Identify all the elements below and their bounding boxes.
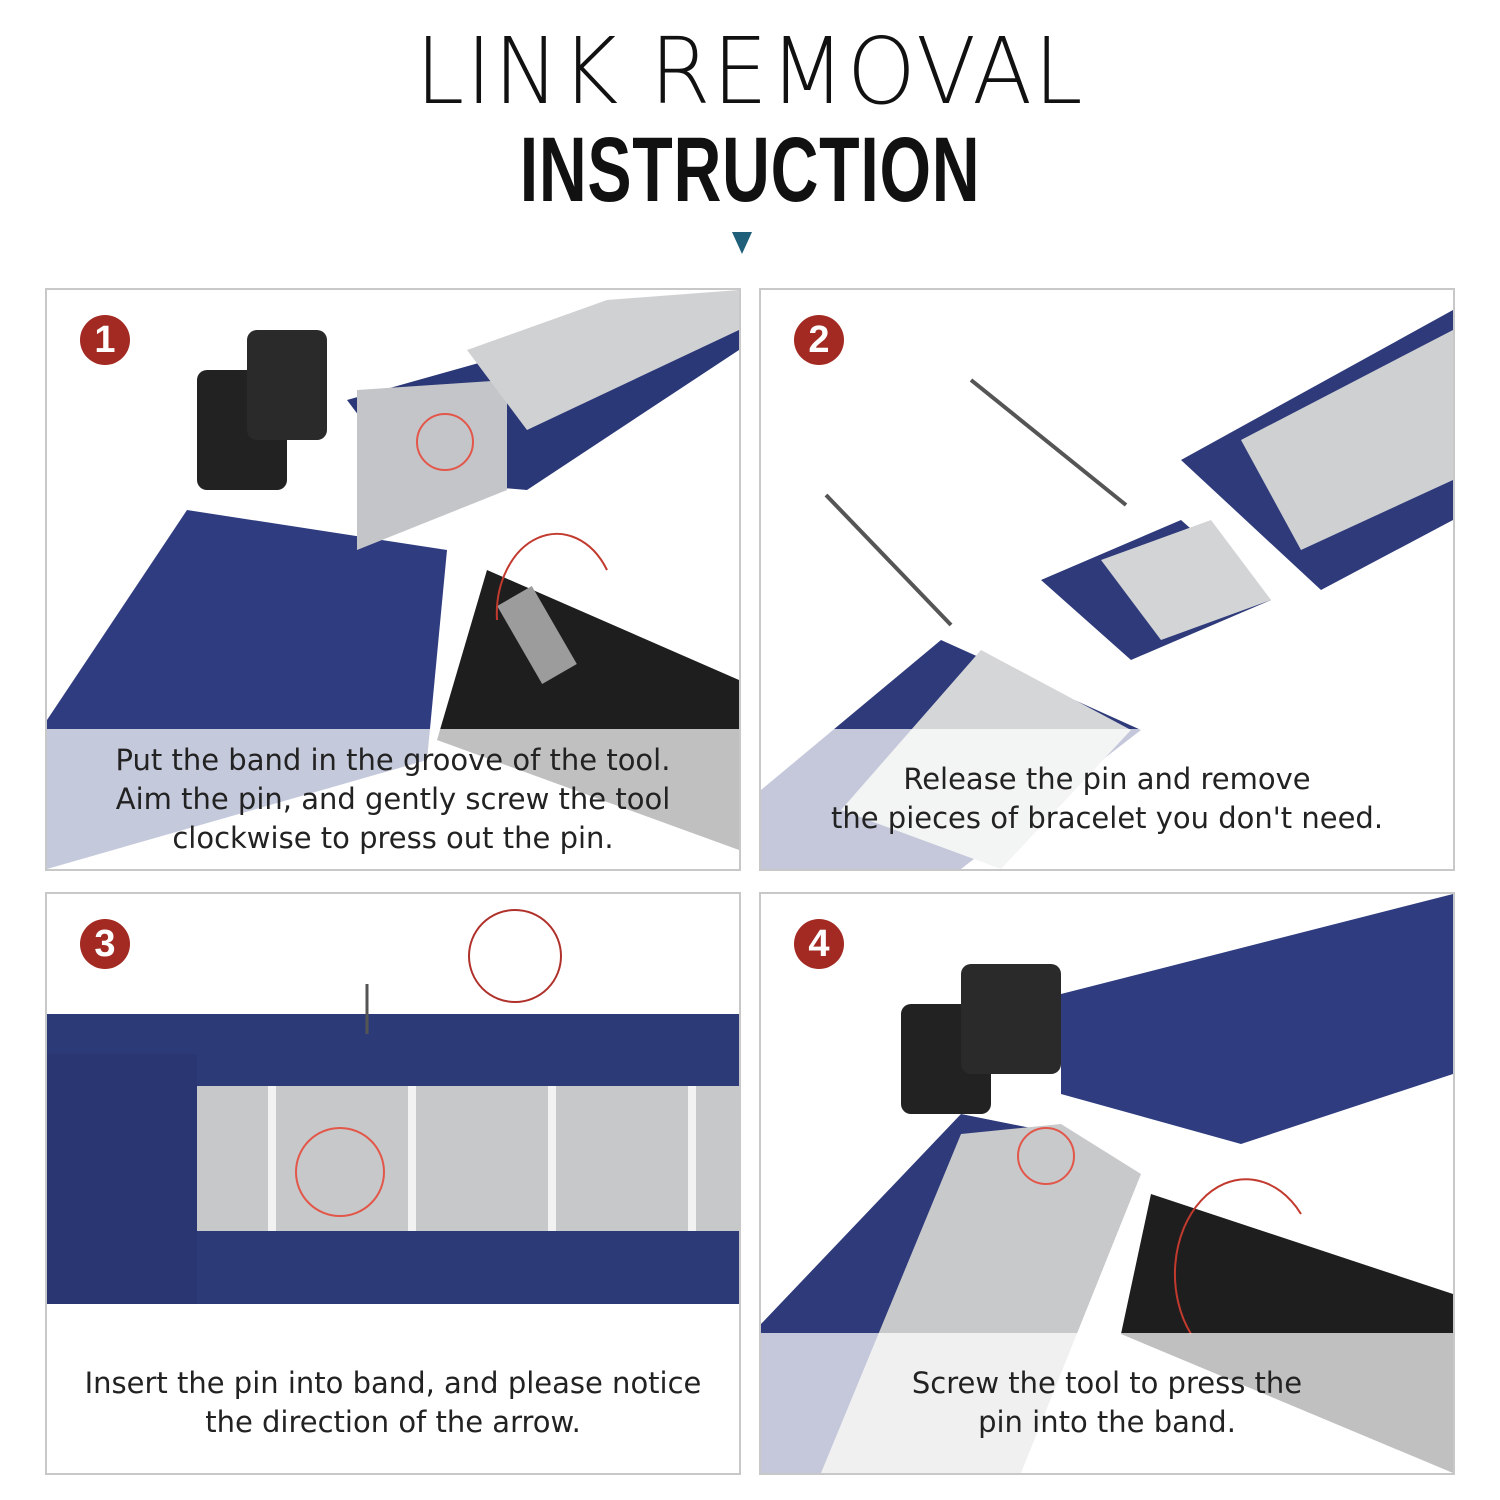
caption-line: Put the band in the groove of the tool. [115, 742, 671, 777]
step-1-caption: Put the band in the groove of the tool. … [47, 729, 739, 869]
step-number-badge: 4 [794, 919, 844, 969]
title-line-1: LINK REMOVAL [415, 18, 1085, 125]
step-number-badge: 2 [794, 315, 844, 365]
caption-line: clockwise to press out the pin. [172, 820, 614, 855]
step-1-panel: 1 Put the band in the groove of the tool… [45, 288, 741, 871]
caption-line: Release the pin and remove [903, 762, 1311, 796]
step-2-caption: Release the pin and remove the pieces of… [761, 729, 1453, 869]
caption-line: Insert the pin into band, and please not… [84, 1366, 702, 1400]
caption-line: the direction of the arrow. [205, 1405, 581, 1439]
step-number-badge: 1 [80, 315, 130, 365]
step-3-panel: 3 Insert the pin into band, and please n… [45, 892, 741, 1475]
caption-line: Screw the tool to press the [911, 1366, 1303, 1400]
down-arrow-icon [732, 232, 752, 254]
step-4-panel: 4 Screw the tool to press the pin into t… [759, 892, 1455, 1475]
step-2-panel: 2 Release the pin and remove the pieces … [759, 288, 1455, 871]
step-number-badge: 3 [80, 919, 130, 969]
caption-line: the pieces of bracelet you don't need. [830, 801, 1384, 835]
caption-line: pin into the band. [978, 1405, 1236, 1439]
step-3-illustration [47, 909, 739, 1304]
title-line-2: INSTRUCTION [519, 119, 981, 221]
step-4-caption: Screw the tool to press the pin into the… [761, 1333, 1453, 1473]
step-3-caption: Insert the pin into band, and please not… [47, 1333, 739, 1473]
caption-line: Aim the pin, and gently screw the tool [115, 781, 671, 816]
